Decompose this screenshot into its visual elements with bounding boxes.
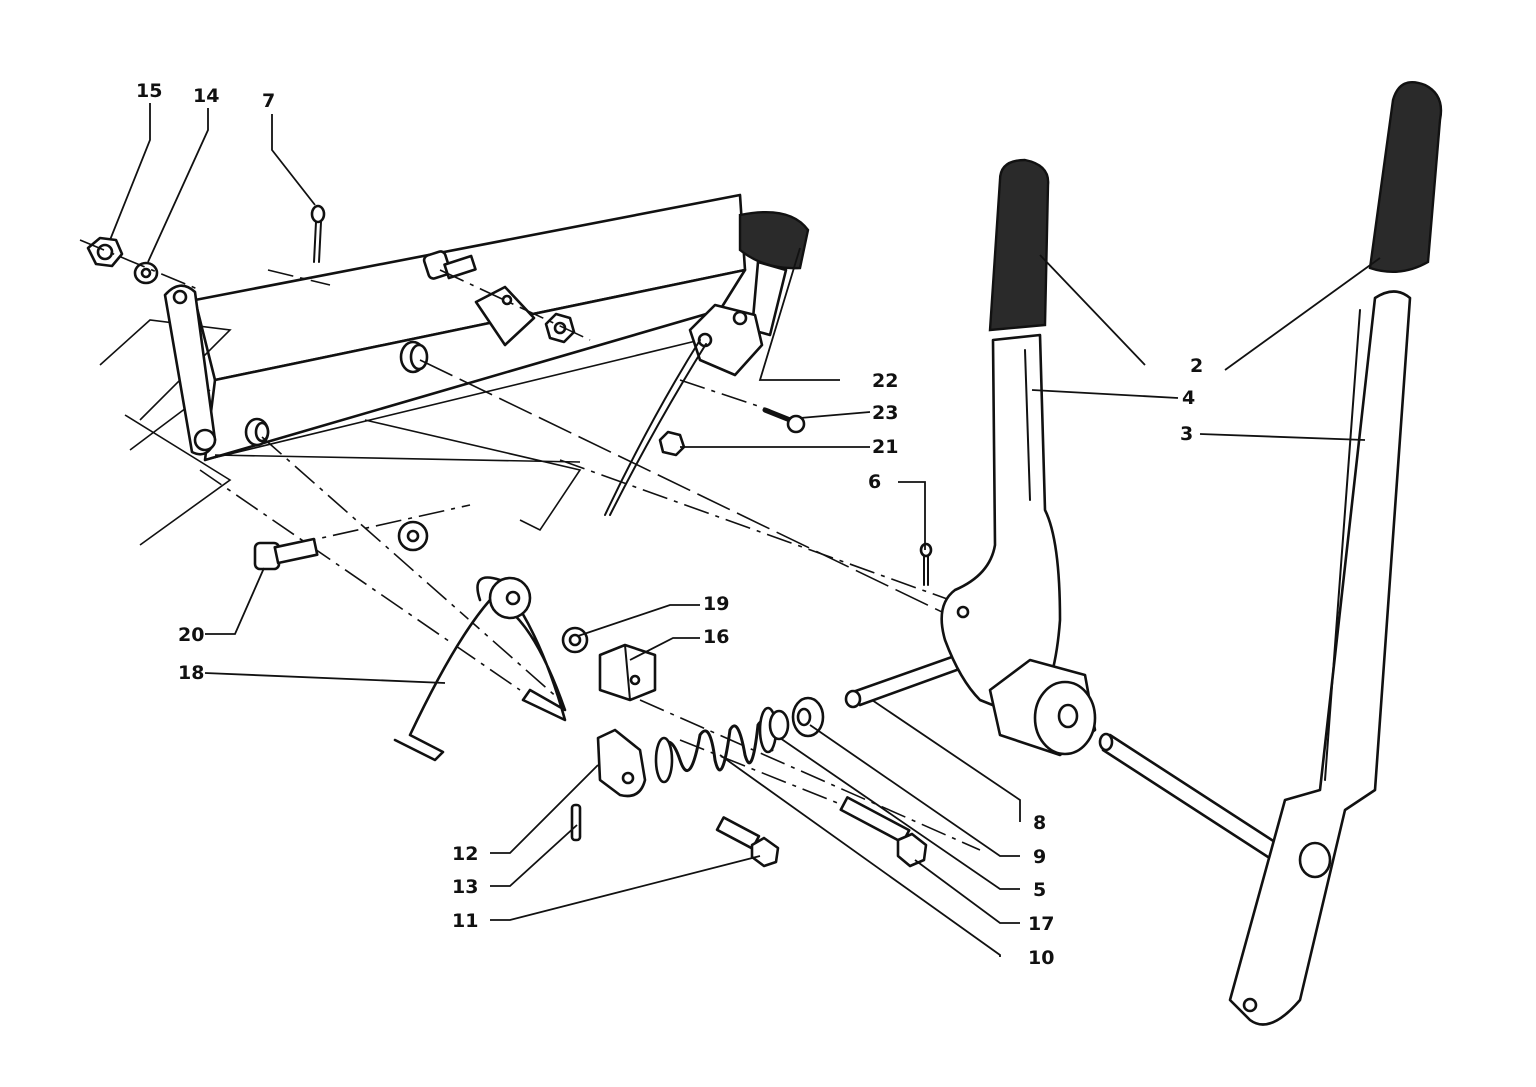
callout-9: 9 xyxy=(1033,846,1046,868)
part-18-spring-bracket xyxy=(393,576,567,762)
callout-18: 18 xyxy=(178,662,204,684)
part-20-bolt xyxy=(253,537,319,571)
callout-3: 3 xyxy=(1180,423,1193,445)
callout-11: 11 xyxy=(452,910,478,932)
part-12-bracket-plate xyxy=(596,728,647,798)
plate-nut xyxy=(544,312,576,344)
star-lock-washer xyxy=(397,520,429,552)
part-15-nut xyxy=(86,236,124,268)
part-5-spacer xyxy=(791,696,825,738)
part-9-washer xyxy=(768,709,790,741)
part-21-nut xyxy=(658,430,686,457)
callout-14: 14 xyxy=(193,85,219,107)
callout-5: 5 xyxy=(1033,879,1046,901)
callout-15: 15 xyxy=(136,80,162,102)
bracket-bushing-lower xyxy=(244,417,270,447)
square-plate xyxy=(474,285,536,347)
part-13-roll-pin xyxy=(570,803,582,842)
callout-4: 4 xyxy=(1182,387,1195,409)
part-23-screw xyxy=(762,407,806,434)
callout-21: 21 xyxy=(872,436,898,458)
callout-6: 6 xyxy=(868,471,881,493)
callout-10: 10 xyxy=(1028,947,1054,969)
callout-19: 19 xyxy=(703,593,729,615)
part-14-washer xyxy=(133,261,159,285)
part-4-lever xyxy=(940,333,1062,722)
callout-12: 12 xyxy=(452,843,478,865)
part-11-bolt xyxy=(715,816,780,868)
callout-labels: 15 14 7 22 23 21 6 2 4 3 19 16 20 18 8 9… xyxy=(136,80,1203,969)
callout-16: 16 xyxy=(703,626,729,648)
part-2-grip-left xyxy=(988,158,1050,332)
part-2-grip-right xyxy=(1368,80,1443,274)
callout-7: 7 xyxy=(262,90,275,112)
callout-22: 22 xyxy=(872,370,898,392)
callout-2: 2 xyxy=(1190,355,1203,377)
part-22-throttle-lever xyxy=(604,211,810,516)
callout-20: 20 xyxy=(178,624,204,646)
bracket-bushing-upper xyxy=(399,340,429,374)
link-plate xyxy=(163,284,217,456)
lever-shaft xyxy=(1098,732,1297,870)
part-19-star-washer xyxy=(561,626,589,654)
callout-8: 8 xyxy=(1033,812,1046,834)
callout-23: 23 xyxy=(872,402,898,424)
callout-17: 17 xyxy=(1028,913,1054,935)
part-10-spring xyxy=(654,706,778,784)
part-7-cotter-pin xyxy=(310,204,326,263)
callout-13: 13 xyxy=(452,876,478,898)
assembly-axes xyxy=(79,239,1001,851)
part-16-block xyxy=(598,643,657,702)
hub-cylinder xyxy=(988,658,1097,757)
part-6-cotter-pin xyxy=(919,542,933,586)
frame-bracket xyxy=(99,193,747,546)
part-17-bolt xyxy=(839,796,928,868)
leader-lines xyxy=(109,103,1381,957)
part-3-lever xyxy=(1228,290,1412,1026)
